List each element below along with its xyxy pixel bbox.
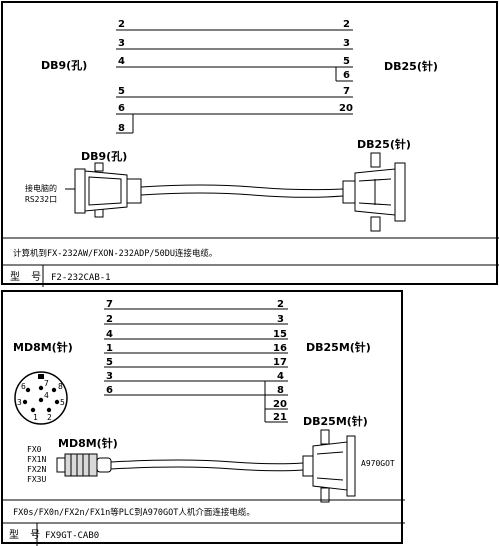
plc-model: FX1N <box>27 455 46 464</box>
pin-number: 1 <box>33 413 38 422</box>
right-pin-extra: 20 <box>273 399 287 410</box>
model-label: 型 号 <box>9 528 44 541</box>
right-pin: 5 <box>343 56 350 67</box>
right-pin: 3 <box>343 38 350 49</box>
pin-number: 7 <box>44 379 49 388</box>
left-pin: 3 <box>106 371 113 382</box>
right-pin: 17 <box>273 357 287 368</box>
right-pin: 7 <box>343 86 350 97</box>
right-pin: 20 <box>339 103 353 114</box>
pin-number: 3 <box>17 398 22 407</box>
pin-number: 5 <box>60 398 65 407</box>
pic-left-label: DB9(孔) <box>81 150 127 163</box>
cable-line <box>110 459 304 465</box>
db9-connector-icon <box>74 162 142 218</box>
mini-din-plug-icon <box>56 453 112 477</box>
left-pin: 4 <box>106 329 113 340</box>
db25-connector-icon <box>302 429 356 503</box>
left-pin: 2 <box>118 19 125 30</box>
device-label: A970GOT <box>361 459 395 468</box>
pin-number: 2 <box>47 413 52 422</box>
right-pin: 15 <box>273 329 287 340</box>
pin-number: 8 <box>58 382 63 391</box>
model-value: F2-232CAB-1 <box>51 273 111 283</box>
cable-description: 计算机到FX-232AW/FXON-232ADP/50DU连接电缆。 <box>13 248 217 259</box>
cable-line <box>140 192 344 198</box>
left-pin: 3 <box>118 38 125 49</box>
cable-line <box>140 184 344 191</box>
right-pin: 2 <box>277 299 284 310</box>
right-pin: 2 <box>343 19 350 30</box>
left-pin: 2 <box>106 314 113 325</box>
side-note: 接电脑的 <box>25 183 57 193</box>
plc-model: FX2N <box>27 465 46 474</box>
left-pin: 5 <box>118 86 125 97</box>
plc-model: FX3U <box>27 475 46 484</box>
pin-number: 6 <box>21 382 26 391</box>
pic-right-label: DB25(针) <box>357 137 411 151</box>
left-connector-label: MD8M(针) <box>13 340 73 354</box>
model-label: 型 号 <box>10 270 45 283</box>
right-pin: 8 <box>277 385 284 396</box>
plc-model: FX0 <box>27 445 42 454</box>
right-pin: 3 <box>277 314 284 325</box>
db25-connector-icon <box>342 152 406 232</box>
left-pin-extra: 8 <box>118 123 125 134</box>
right-connector-label: DB25M(针) <box>306 340 371 354</box>
right-pin: 16 <box>273 343 287 354</box>
right-pin: 4 <box>277 371 284 382</box>
side-note: RS232口 <box>25 195 57 204</box>
pic-left-label: MD8M(针) <box>58 436 118 450</box>
cable-line <box>110 466 304 472</box>
right-connector-label: DB25(针) <box>384 59 438 73</box>
pin-number: 4 <box>44 391 49 400</box>
right-pin-extra: 21 <box>273 412 287 423</box>
right-pin-extra: 6 <box>343 70 350 81</box>
left-pin: 1 <box>106 343 113 354</box>
left-pin: 7 <box>106 299 113 310</box>
wiring-diagram-1: DB9(孔) DB25(针) 2 2 3 3 4 5 6 5 7 6 20 8 … <box>3 19 499 287</box>
left-pin: 6 <box>118 103 125 114</box>
model-value: FX9GT-CAB0 <box>45 531 99 541</box>
left-pin: 5 <box>106 357 113 368</box>
wiring-diagram-2: MD8M(针) DB25M(针) 7 2 2 3 4 15 1 16 5 17 … <box>3 299 405 546</box>
left-pin: 6 <box>106 385 113 396</box>
mini-din-pin-face-icon: 6 7 8 3 4 5 1 2 <box>14 371 68 425</box>
pic-right-label: DB25M(针) <box>303 414 368 428</box>
cable-panel-f2-232cab-1: DB9(孔) DB25(针) 2 2 3 3 4 5 6 5 7 6 20 8 … <box>1 1 499 287</box>
cable-description: FX0s/FX0n/FX2n/FX1n等PLC到A970GOT人机介面连接电缆。 <box>13 507 255 518</box>
left-pin: 4 <box>118 56 125 67</box>
cable-panel-fx9gt-cab0: MD8M(针) DB25M(针) 7 2 2 3 4 15 1 16 5 17 … <box>1 290 405 546</box>
left-connector-label: DB9(孔) <box>41 59 87 72</box>
